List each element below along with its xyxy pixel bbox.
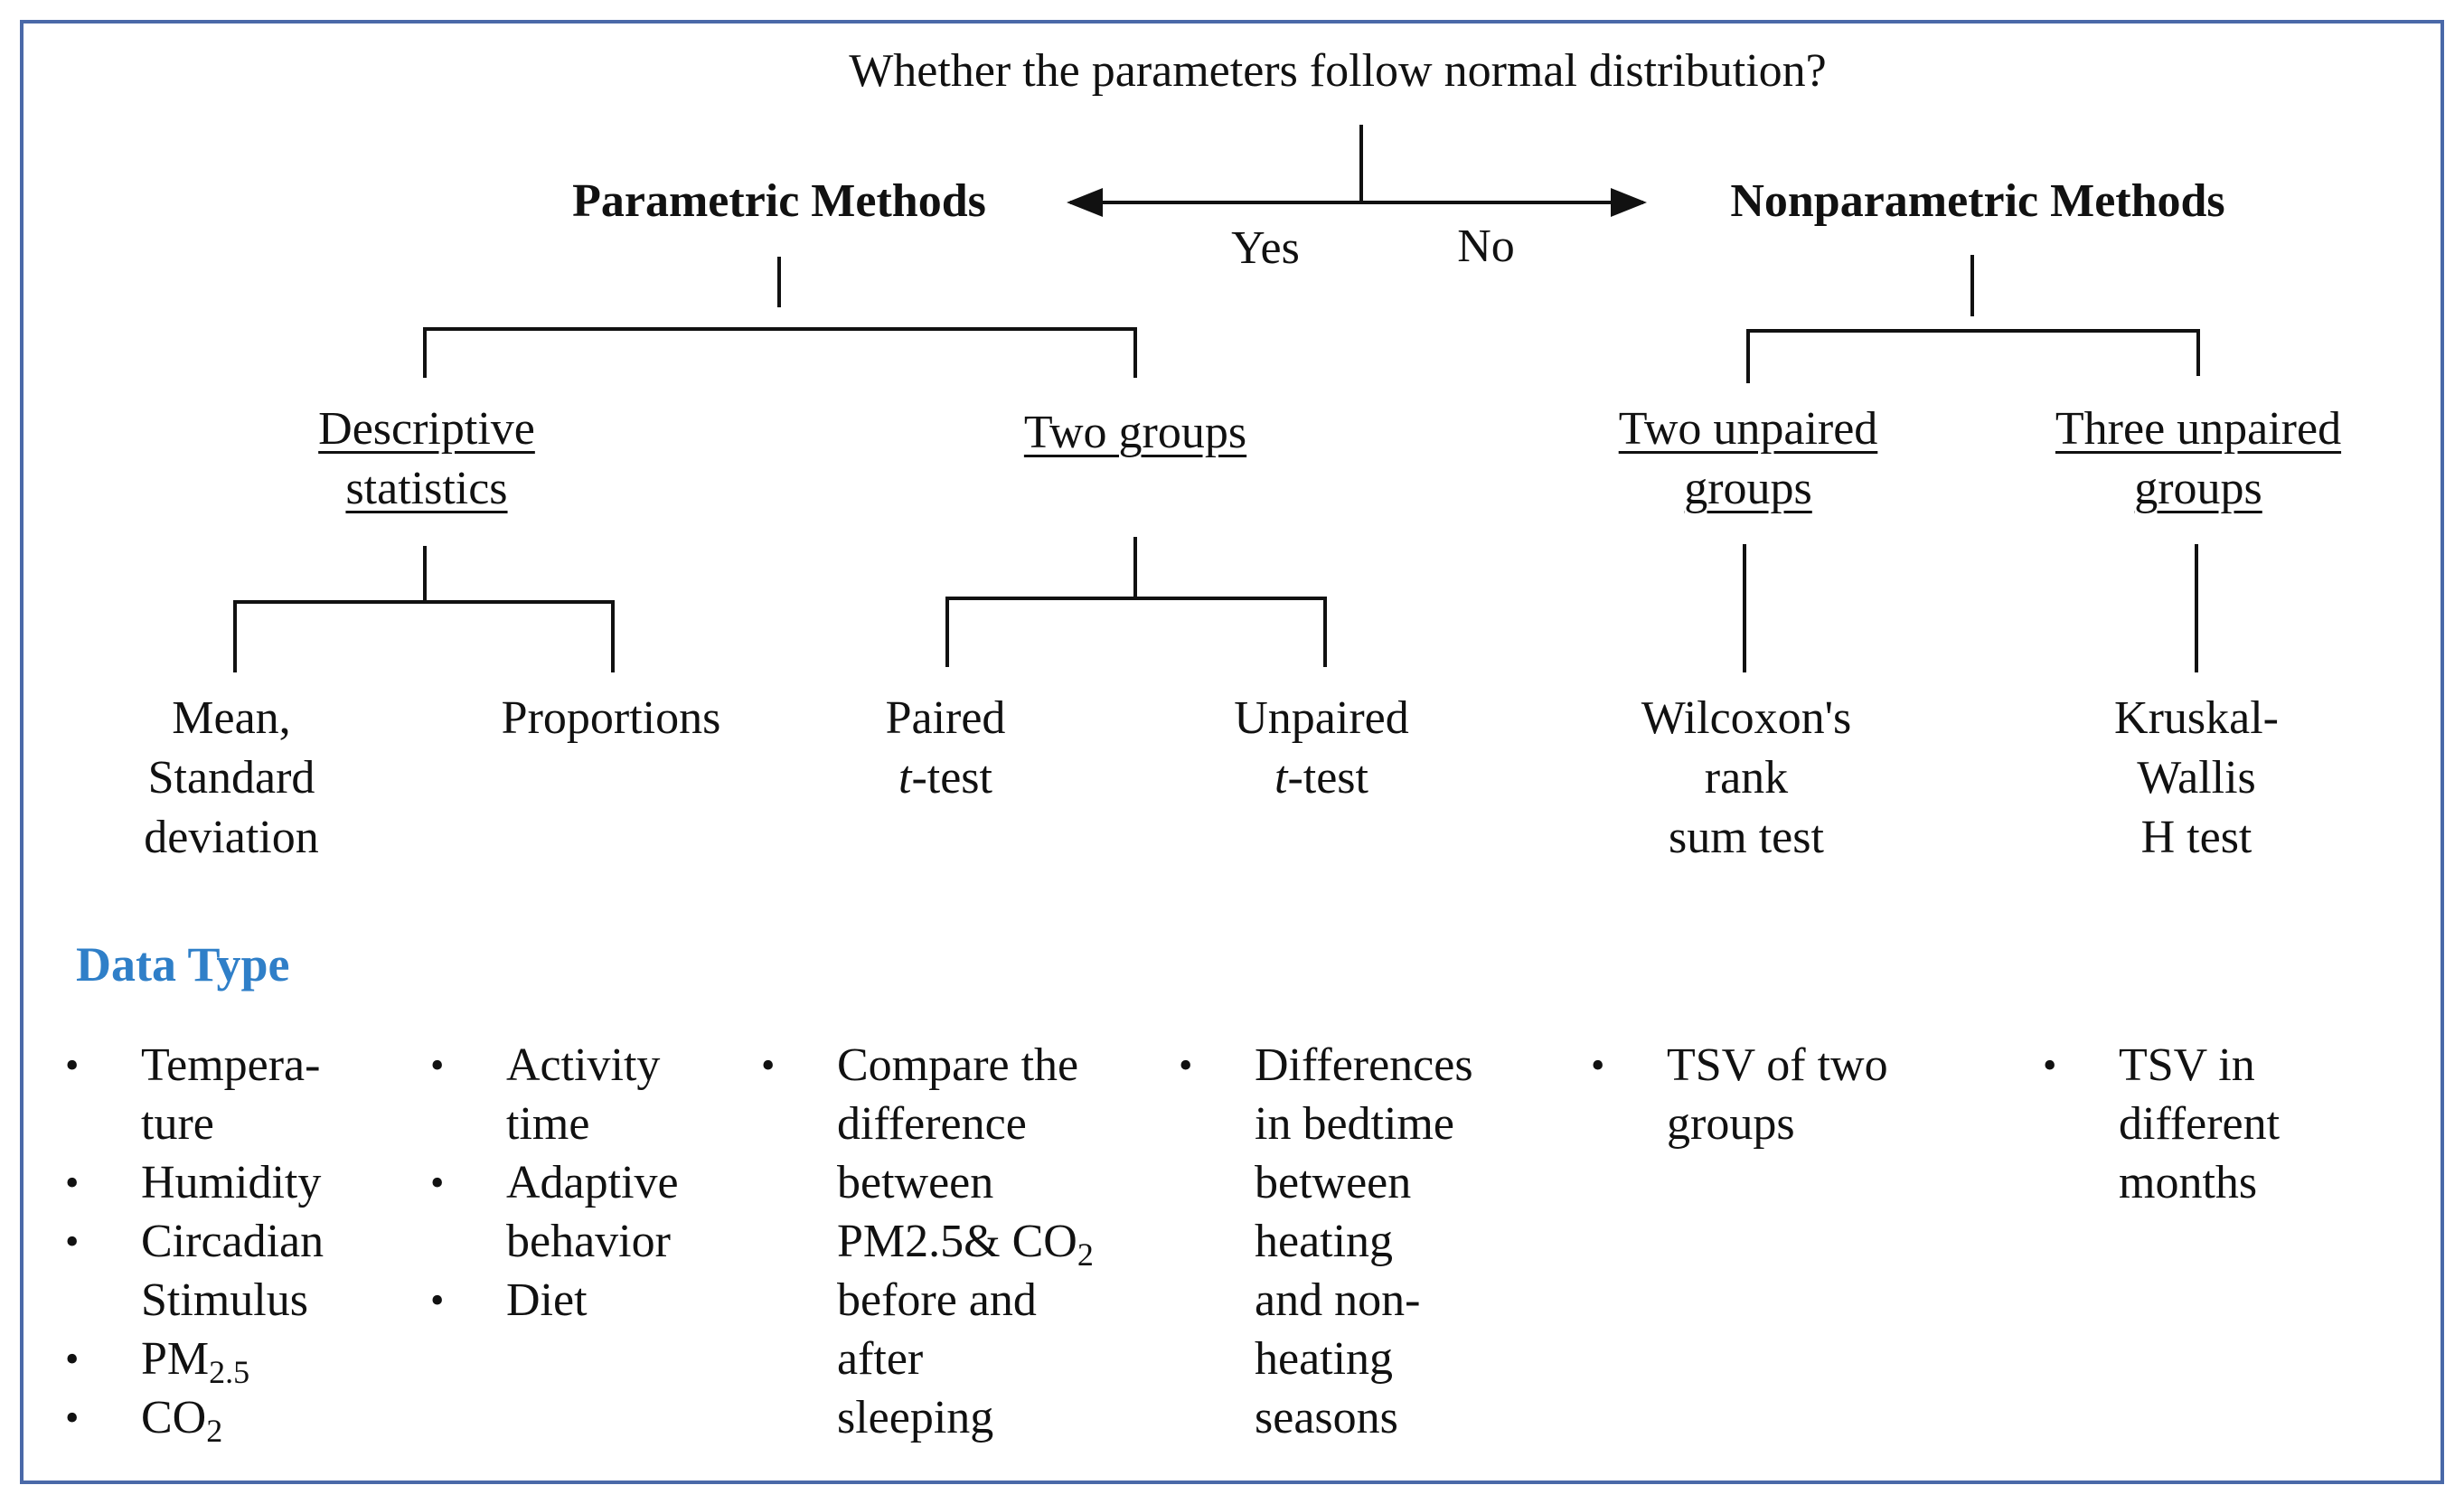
- diagram-frame: [20, 20, 2444, 1484]
- bullet: •: [65, 1043, 80, 1087]
- data-type-column-3: • Compare the difference between PM2.5& …: [761, 1036, 1094, 1447]
- yes-label: Yes: [1231, 222, 1300, 274]
- parametric-methods-label: Parametric Methods: [572, 175, 986, 227]
- wilcoxon-rank-sum-test-label: Wilcoxon's rank sum test: [1641, 692, 1852, 863]
- data-type-column-5: • TSV of two groups: [1591, 1036, 1888, 1153]
- parametric-bracket: [423, 327, 1137, 378]
- two-unpaired-groups-label: Two unpaired groups: [1618, 403, 1878, 514]
- list-item: • TSV in different months: [2043, 1039, 2281, 1208]
- two-groups-label: Two groups: [1023, 407, 1247, 458]
- descriptive-statistics-label: Descriptive statistics: [318, 403, 535, 514]
- list-item: • Diet: [430, 1274, 588, 1326]
- question-text: Whether the parameters follow normal dis…: [849, 45, 1827, 97]
- list-item: • Tempera- ture: [65, 1036, 324, 1153]
- nonparametric-bracket: [1746, 329, 2200, 383]
- data-type-heading: Data Type: [76, 937, 290, 992]
- list-item: • Circadian Stimulus: [65, 1216, 324, 1326]
- list-item: • CO2: [65, 1392, 223, 1449]
- three-unpaired-groups-label: Three unpaired groups: [2055, 403, 2342, 514]
- no-label: No: [1457, 221, 1515, 272]
- twogroups-bracket: [945, 597, 1327, 667]
- paired-t-test-label: Paired t-test: [885, 692, 1006, 804]
- list-item: • TSV of two groups: [1591, 1039, 1888, 1150]
- data-type-column-4: • Differences in bedtime between heating…: [1179, 1036, 1473, 1447]
- list-item: • Activity time: [430, 1039, 661, 1150]
- list-item: • Differences in bedtime between heating…: [1179, 1039, 1473, 1443]
- kruskal-wallis-h-test-label: Kruskal- Wallis H test: [2114, 692, 2279, 863]
- data-type-column-6: • TSV in different months: [2043, 1036, 2280, 1212]
- nonparametric-methods-label: Nonparametric Methods: [1730, 175, 2225, 227]
- data-type-column-2: • Activity time • Adaptive behavior • Di…: [430, 1036, 679, 1330]
- unpaired-t-test-label: Unpaired t-test: [1234, 692, 1409, 804]
- descriptive-bracket: [233, 600, 615, 672]
- list-item: • Adaptive behavior: [430, 1157, 679, 1267]
- mean-standard-deviation-label: Mean, Standard deviation: [144, 692, 319, 863]
- list-item: • Compare the difference between PM2.5& …: [761, 1039, 1094, 1443]
- list-item: • Humidity: [65, 1157, 322, 1208]
- list-item: • PM2.5: [65, 1333, 250, 1390]
- proportions-label: Proportions: [501, 692, 721, 744]
- data-type-column-1: • Tempera- ture • Humidity • Circadian S…: [65, 1036, 324, 1447]
